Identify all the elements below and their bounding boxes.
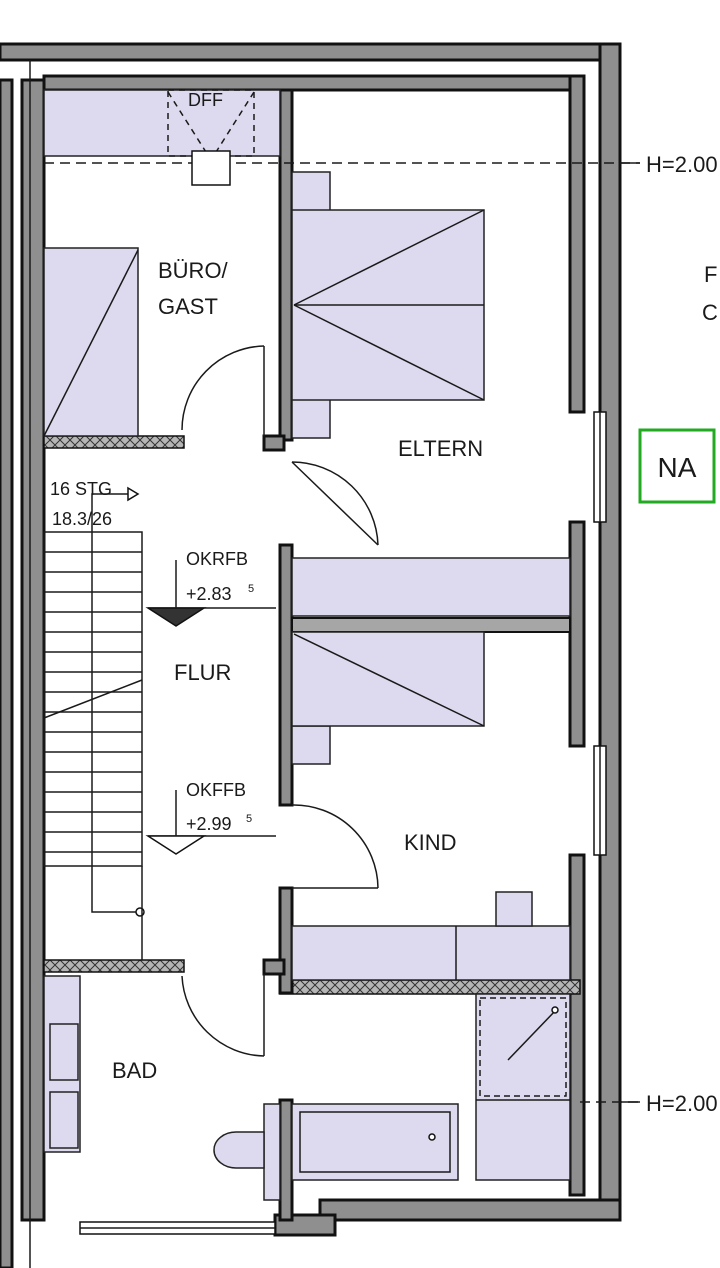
height-label-top: H=2.00 — [646, 152, 718, 177]
skylight-area — [43, 89, 281, 157]
okrfb-sup: 5 — [248, 583, 254, 595]
skylight-window — [191, 150, 231, 186]
eltern-nightstand-bottom — [291, 397, 331, 439]
room-label-gast: GAST — [158, 294, 218, 319]
inner-wall-right-upper — [568, 74, 586, 414]
wall-post-1 — [262, 434, 286, 452]
okffb-marker — [145, 835, 207, 855]
dff-label: DFF — [188, 90, 223, 110]
left-wall-inner — [20, 78, 46, 1222]
edge-label-f: F — [704, 262, 717, 287]
stairs-steps: 16 STG — [50, 479, 112, 499]
wall-kind-left — [278, 886, 294, 995]
toilet-bowl — [213, 1131, 265, 1169]
staircase — [43, 486, 145, 960]
door-kind — [291, 804, 379, 889]
eltern-nightstand-top — [291, 171, 331, 213]
door-bad — [181, 975, 265, 1057]
na-badge — [638, 428, 716, 504]
wall-bad-top — [43, 959, 185, 973]
okffb-label: OKFFB — [186, 780, 246, 800]
door-eltern — [291, 461, 379, 546]
inner-wall-right-middle — [568, 520, 586, 748]
na-badge-text: NA — [658, 452, 697, 483]
height-label-bottom: H=2.00 — [646, 1091, 718, 1116]
outer-wall-bottom — [318, 1198, 622, 1222]
okrfb-value: +2.83 — [186, 584, 232, 604]
room-label-bad: BAD — [112, 1058, 157, 1083]
stairs-ratio: 18.3/26 — [52, 509, 112, 529]
wall-flur-rooms — [278, 543, 294, 807]
wall-buero-bottom — [43, 435, 185, 449]
kind-nightstand — [291, 725, 331, 765]
room-label-buero: BÜRO/ — [158, 258, 229, 283]
door-buero — [181, 345, 265, 431]
room-label-flur: FLUR — [174, 660, 231, 685]
room-label-eltern: ELTERN — [398, 436, 483, 461]
okffb-sup: 5 — [246, 813, 252, 825]
shower — [475, 993, 571, 1181]
kind-chair — [495, 891, 533, 927]
outer-wall-right — [598, 42, 622, 1221]
wall-buero-eltern — [278, 88, 294, 442]
wall-kind-bottom — [279, 979, 581, 995]
outer-wall-top — [0, 42, 622, 62]
wall-post-2 — [262, 958, 286, 976]
room-label-kind: KIND — [404, 830, 457, 855]
left-wall-outer — [0, 78, 14, 1268]
washbasin-1 — [49, 1023, 79, 1081]
okrfb-marker — [145, 607, 207, 627]
edge-label-c: C — [702, 300, 718, 325]
wardrobe-eltern — [291, 557, 571, 617]
wall-bad-right — [278, 1098, 294, 1222]
bathtub — [291, 1103, 459, 1181]
okffb-value: +2.99 — [186, 814, 232, 834]
kind-desk — [291, 925, 571, 981]
washbasin-2 — [49, 1091, 79, 1149]
inner-wall-right-lower — [568, 853, 586, 1197]
okrfb-label: OKRFB — [186, 549, 248, 569]
inner-wall-top — [42, 74, 586, 92]
wall-eltern-kind — [291, 617, 571, 633]
toilet-tank — [263, 1103, 281, 1201]
